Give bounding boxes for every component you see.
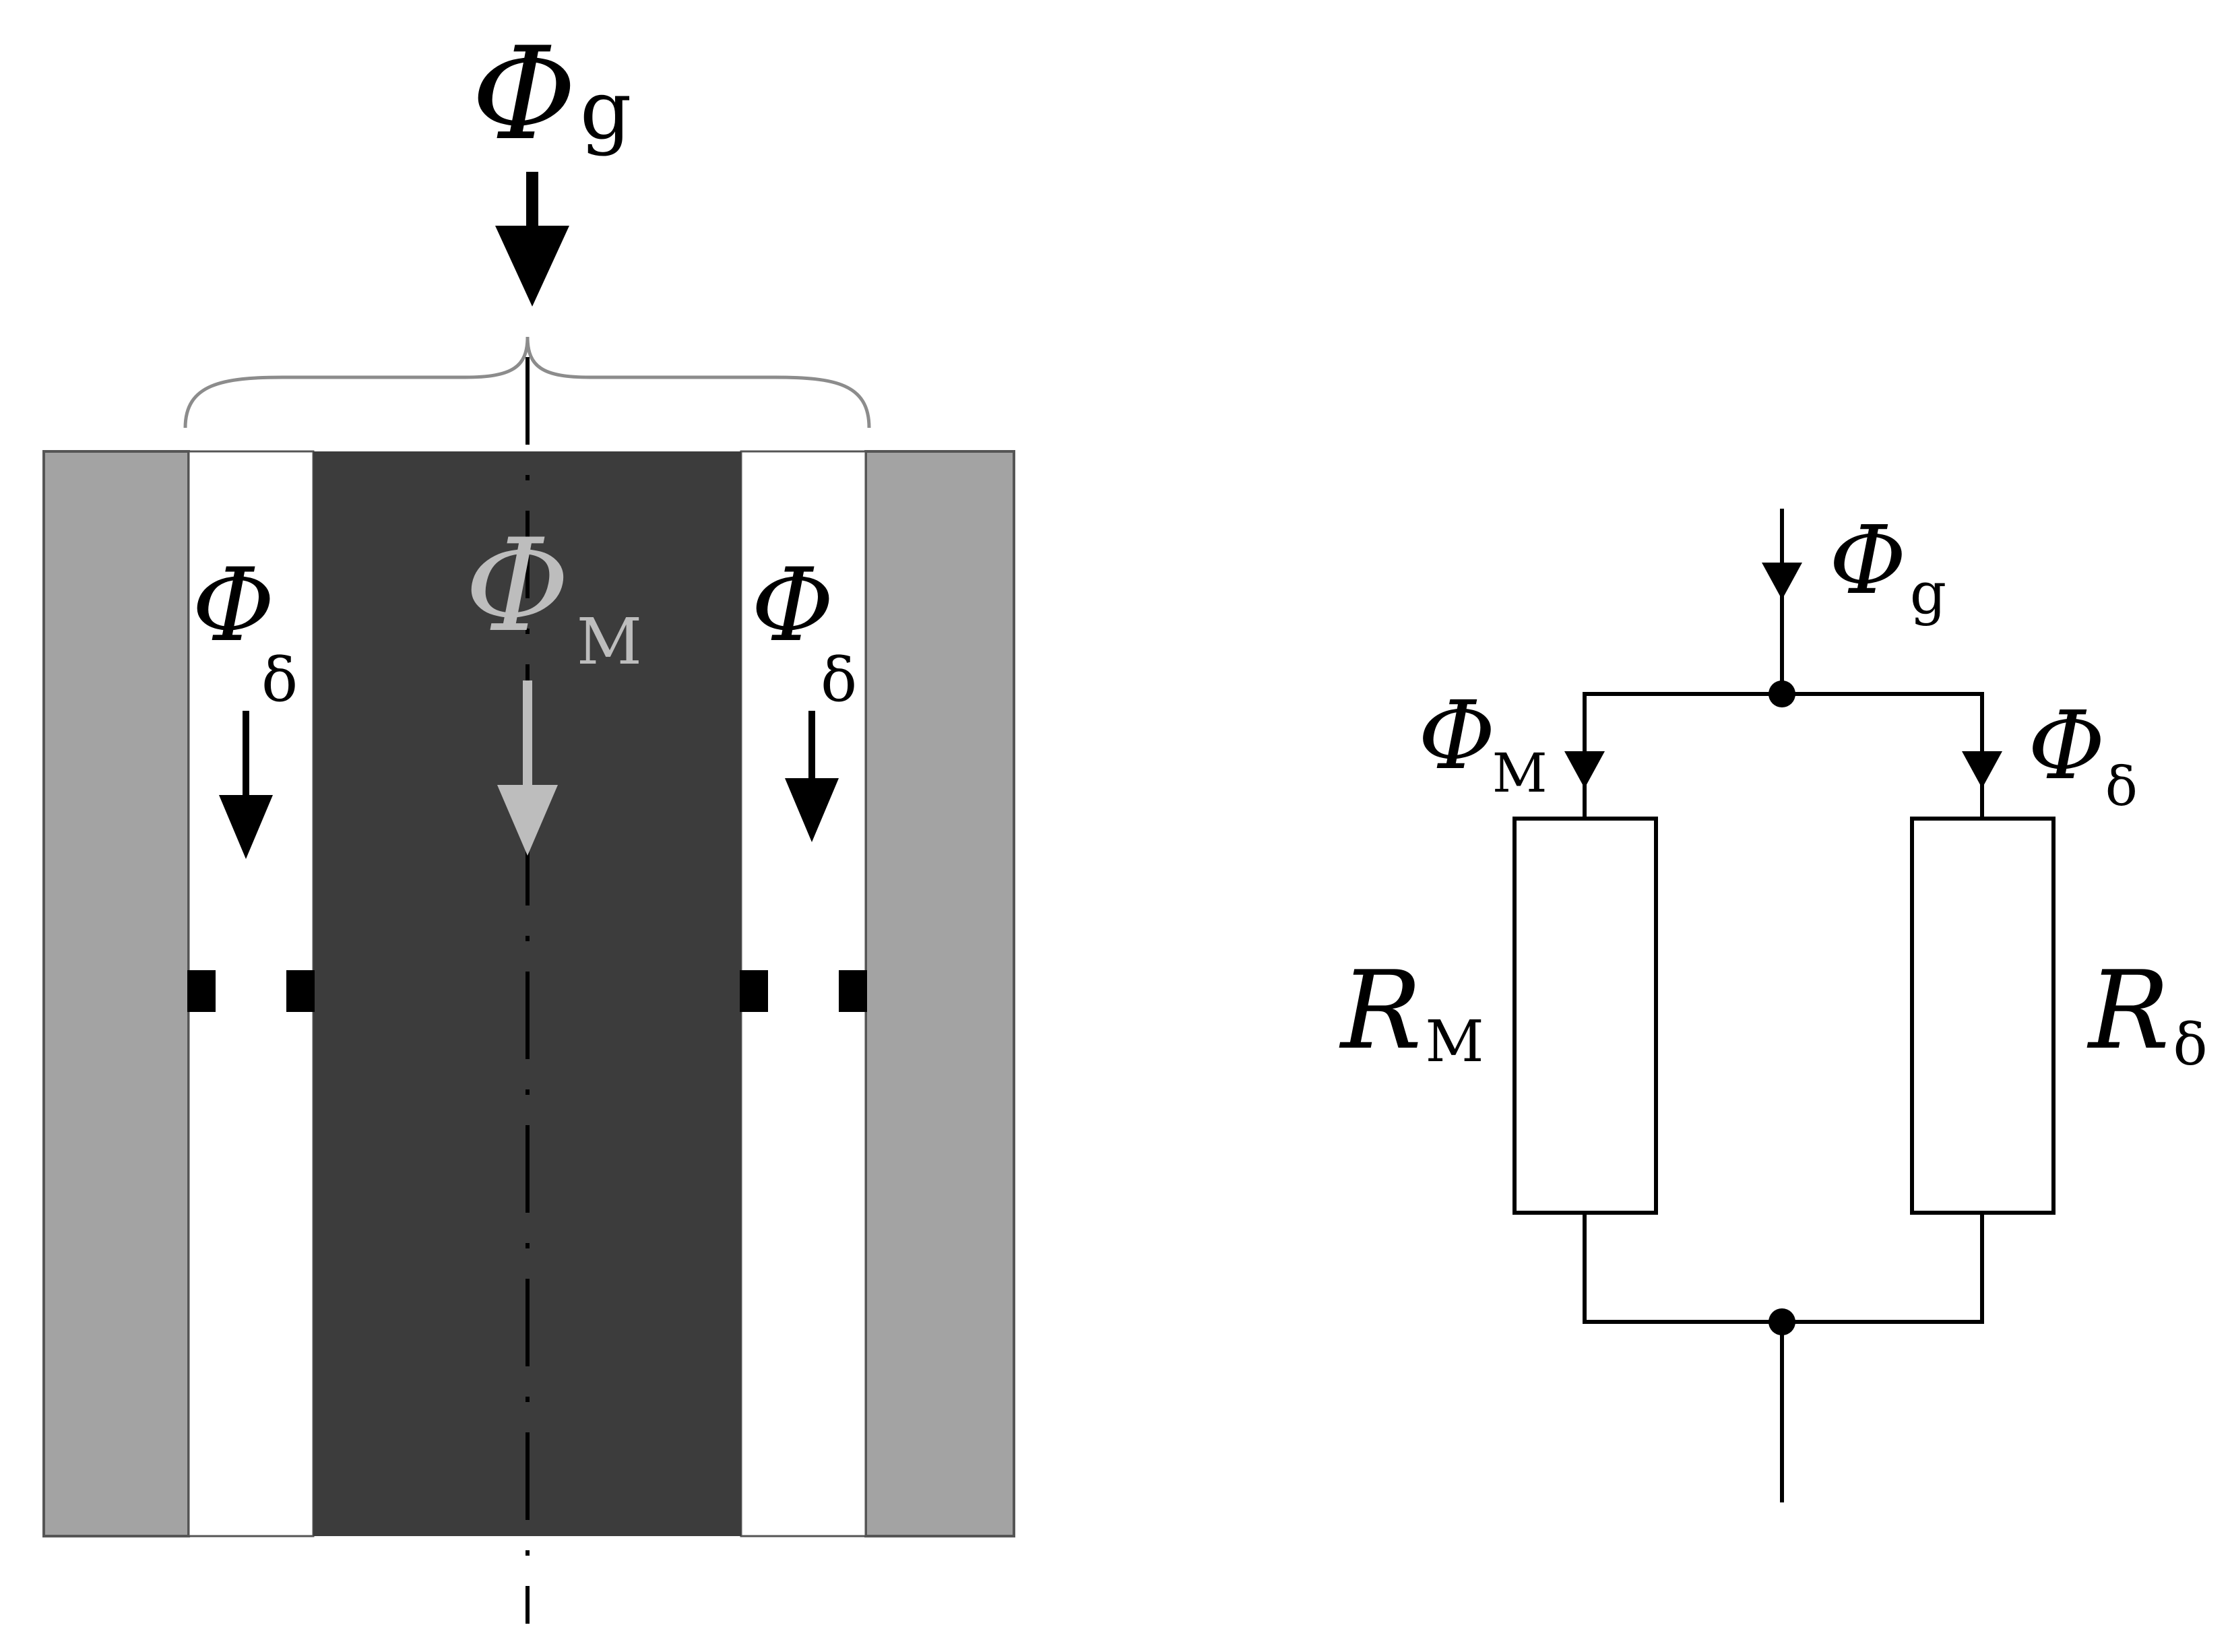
resistor-d (1910, 817, 2056, 1215)
branch-d-flux-arrow-head (1962, 751, 2002, 788)
gap-flux-right-arrow-head (785, 778, 839, 842)
branch-m-flux-arrow-head (1564, 751, 1605, 788)
core-flux-arrow-head (497, 785, 558, 856)
branch-d-flux-label: Φδ (2028, 691, 2138, 818)
input-flux-label: Φg (1829, 506, 1946, 627)
bottom-bus (1583, 1213, 1984, 1324)
input-flux-arrow-head (1762, 563, 1802, 600)
total-flux-arrow-head (495, 226, 569, 307)
equivalent-circuit: Φg ΦM Φδ RM Rδ (1339, 506, 2208, 1502)
outer-wall-left (42, 450, 190, 1537)
gap-flux-left-arrow-head (219, 795, 273, 859)
resistor-m (1512, 817, 1658, 1215)
top-bus (1583, 692, 1984, 819)
resistor-d-label: Rδ (2086, 947, 2208, 1079)
total-flux-label: Φg (472, 20, 632, 168)
resistor-m-label: RM (1339, 947, 1484, 1075)
gap-mark (286, 970, 315, 1012)
gap-mark (187, 970, 216, 1012)
gap-mark (740, 970, 768, 1012)
branch-m-flux-label: ΦM (1418, 681, 1548, 804)
gap-mark (839, 970, 867, 1012)
brace (183, 336, 871, 428)
outer-wall-right (864, 450, 1015, 1537)
